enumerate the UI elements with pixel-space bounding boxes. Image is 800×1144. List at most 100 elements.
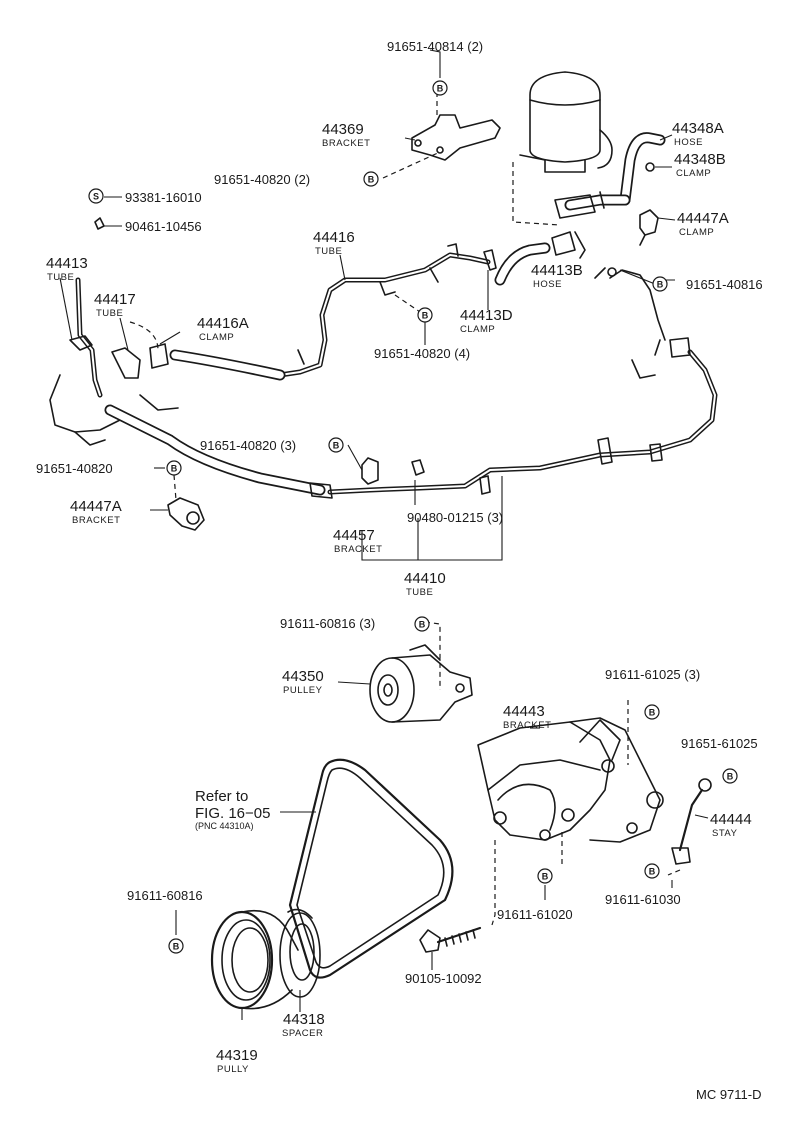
svg-text:B: B — [657, 280, 664, 290]
clamp-44447a-top-drawing — [639, 209, 676, 246]
label-44318: 44318 — [283, 1011, 325, 1028]
label-44447a-bracket: BRACKET — [72, 515, 120, 526]
label-93381-16010: 93381-16010 — [125, 190, 202, 205]
label-91611-60816-3: 91611-60816 (3) — [280, 616, 375, 631]
svg-text:B: B — [419, 620, 426, 630]
label-44410: 44410 — [404, 570, 446, 587]
label-91651-40820-3: 91651-40820 (3) — [200, 438, 296, 453]
label-44350: 44350 — [282, 668, 324, 685]
svg-text:B: B — [437, 84, 444, 94]
label-44319: 44319 — [216, 1047, 258, 1064]
label-44413-tube: TUBE — [47, 272, 74, 283]
bolt-symbol: B — [417, 307, 433, 323]
pulley-44319-drawing — [210, 908, 321, 1020]
label-91611-61030: 91611-61030 — [605, 892, 681, 907]
svg-text:B: B — [171, 464, 178, 474]
bracket-44447a-drawing — [167, 474, 205, 531]
bolt-symbol: B — [652, 276, 668, 292]
svg-text:B: B — [649, 708, 656, 718]
label-91651-40820-2: 91651-40820 (2) — [214, 172, 310, 187]
bolt-symbol: B — [328, 437, 344, 453]
bracket-44457-drawing — [361, 457, 503, 561]
leader-lines — [104, 49, 675, 935]
bracket-44369-drawing — [382, 92, 501, 179]
label-refer-to: Refer to — [195, 788, 248, 805]
label-44443: 44443 — [503, 703, 545, 720]
label-44369: 44369 — [322, 121, 364, 138]
tube-44413-drawing — [59, 217, 105, 398]
label-91651-40814: 91651-40814 (2) — [387, 39, 483, 54]
label-91651-61025: 91651-61025 — [681, 736, 758, 751]
label-44348b-clamp: CLAMP — [676, 168, 711, 179]
bracket-44443-drawing — [477, 700, 664, 926]
label-44413: 44413 — [46, 255, 88, 272]
label-44348a: 44348A — [672, 120, 724, 137]
bolt-symbol: B — [644, 704, 660, 720]
label-91651-40816: 91651-40816 — [686, 277, 763, 292]
label-91611-60816: 91611-60816 — [127, 888, 203, 903]
label-44350-pulley: PULLEY — [283, 685, 323, 696]
bolt-symbol: B — [537, 868, 553, 884]
label-44410-tube: TUBE — [406, 587, 433, 598]
label-44318-spacer: SPACER — [282, 1028, 323, 1039]
label-44417-tube: TUBE — [96, 308, 123, 319]
svg-text:B: B — [173, 942, 180, 952]
svg-text:S: S — [93, 192, 99, 202]
label-44416a: 44416A — [197, 315, 249, 332]
label-44447a-clamp: CLAMP — [679, 227, 714, 238]
svg-text:B: B — [333, 441, 340, 451]
label-44443-bracket: BRACKET — [503, 720, 551, 731]
reservoir-tank-drawing — [519, 71, 613, 173]
label-44413d-clamp: CLAMP — [460, 324, 495, 335]
label-44444: 44444 — [710, 811, 752, 828]
label-44416: 44416 — [313, 229, 355, 246]
label-91611-61020: 91611-61020 — [497, 907, 573, 922]
pulley-44350-drawing — [337, 621, 473, 723]
bolt-symbol: B — [363, 171, 379, 187]
label-90105-10092: 90105-10092 — [405, 971, 482, 986]
bolt-symbol: B — [166, 460, 182, 476]
label-91651-40820-4: 91651-40820 (4) — [374, 346, 470, 361]
tube-44416-drawing — [277, 243, 497, 378]
label-44413b-hose: HOSE — [533, 279, 562, 290]
svg-text:B: B — [542, 872, 549, 882]
figure-code: MC 9711-D — [696, 1087, 762, 1102]
svg-text:B: B — [649, 867, 656, 877]
bolt-symbol: B — [722, 768, 738, 784]
svg-text:B: B — [368, 175, 375, 185]
label-91611-61025: 91611-61025 (3) — [605, 667, 700, 682]
bolt-symbol: B — [414, 616, 430, 632]
bolt-90105-10092-drawing — [419, 926, 482, 970]
label-44413b: 44413B — [531, 262, 583, 279]
label-44413d: 44413D — [460, 307, 513, 324]
bolt-symbol: B — [168, 938, 184, 954]
label-44369-bracket: BRACKET — [322, 138, 370, 149]
label-44457: 44457 — [333, 527, 375, 544]
tube-44417-drawing — [111, 321, 159, 379]
svg-text:B: B — [422, 311, 429, 321]
label-90480-01215: 90480-01215 (3) — [407, 510, 503, 525]
bolt-symbol: B — [644, 863, 660, 879]
label-44319-pully: PULLY — [217, 1064, 249, 1075]
stay-44444-drawing — [667, 778, 712, 876]
label-44416-tube: TUBE — [315, 246, 342, 257]
hose-44348a-drawing — [554, 132, 673, 219]
tube-44410-drawing — [104, 337, 718, 499]
label-44348a-hose: HOSE — [674, 137, 703, 148]
label-90461-10456: 90461-10456 — [125, 219, 202, 234]
hose-44416a-drawing — [149, 331, 286, 381]
label-44348b: 44348B — [674, 151, 726, 168]
label-44444-stay: STAY — [712, 828, 738, 839]
label-44447a-bracket-num: 44447A — [70, 498, 122, 515]
label-pnc-44310a: (PNC 44310A) — [195, 821, 254, 831]
label-fig-16-05: FIG. 16−05 — [195, 805, 270, 822]
label-91651-40820: 91651-40820 — [36, 461, 113, 476]
label-44416a-clamp: CLAMP — [199, 332, 234, 343]
hose-44413b-drawing — [494, 162, 586, 286]
label-44417: 44417 — [94, 291, 136, 308]
pump-outline-left-drawing — [49, 374, 179, 446]
screw-symbol: S — [88, 188, 104, 204]
svg-text:B: B — [727, 772, 734, 782]
bolt-symbol: B — [432, 80, 448, 96]
